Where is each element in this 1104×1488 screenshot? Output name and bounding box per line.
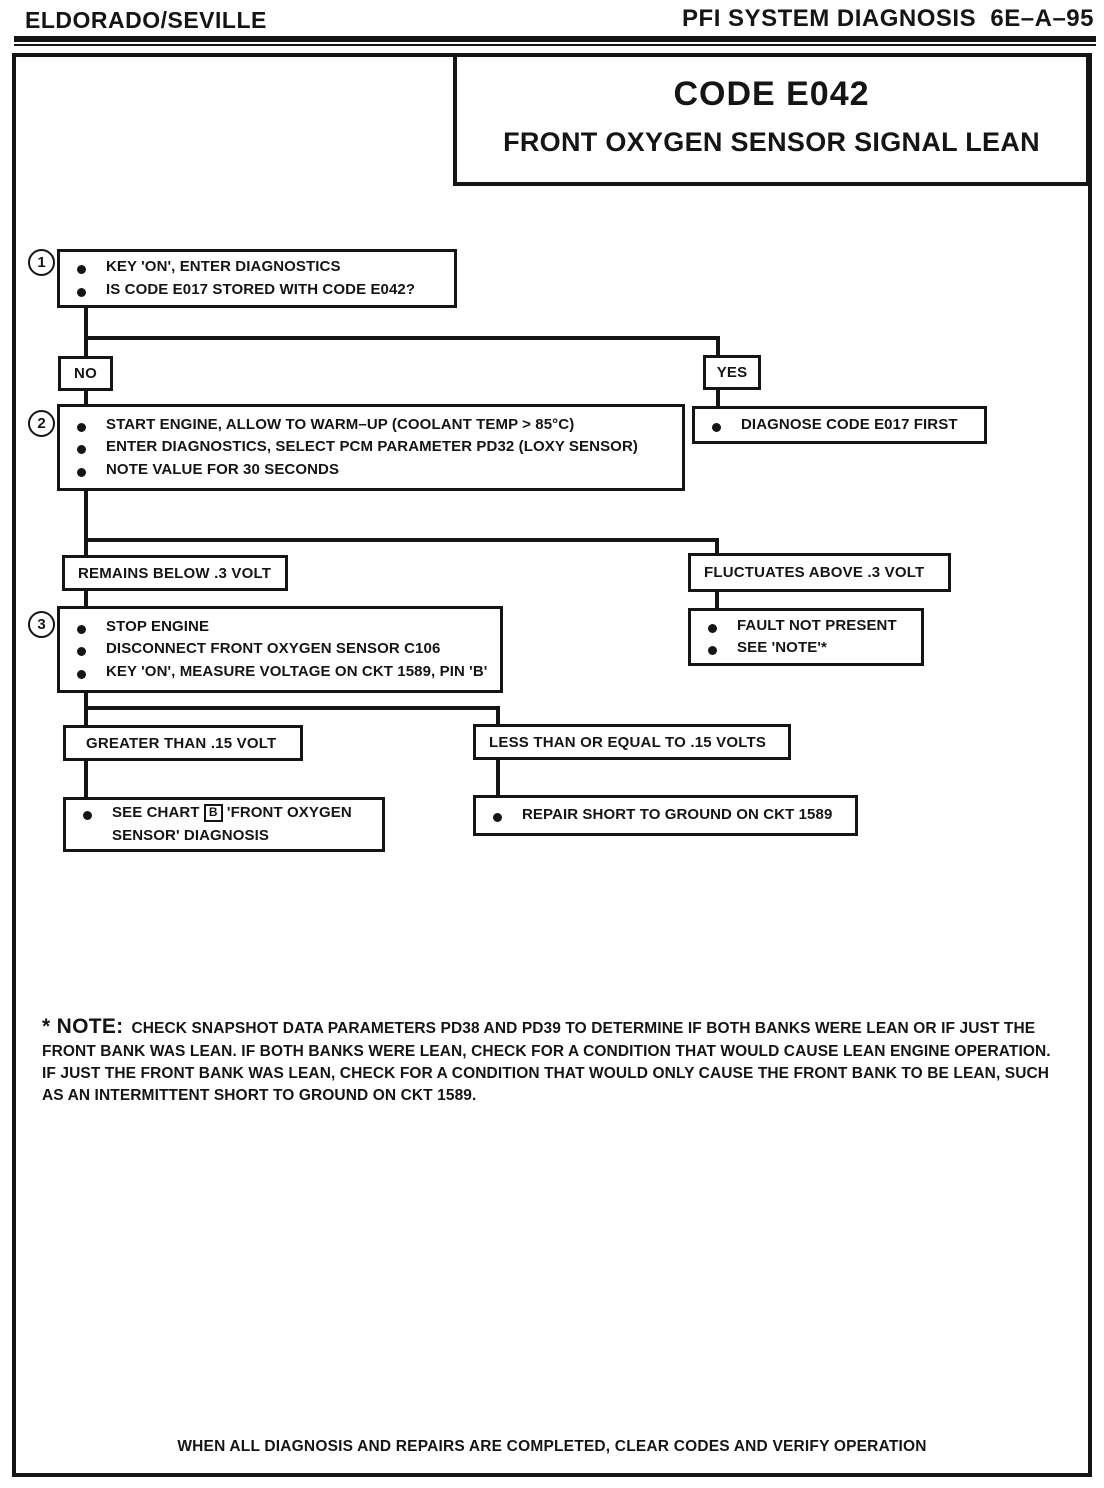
yes-branch-box: YES — [703, 355, 761, 390]
connector-yes-to-diagnose — [716, 389, 720, 407]
remains-below-box: REMAINS BELOW .3 VOLT — [62, 555, 288, 591]
chart-title-box: CODE E042 FRONT OXYGEN SENSOR SIGNAL LEA… — [453, 53, 1090, 186]
bullet-item: SEE 'NOTE'* — [691, 637, 921, 660]
fault-not-present-box: FAULT NOT PRESENT SEE 'NOTE'* — [688, 608, 924, 666]
header-section-title: PFI SYSTEM DIAGNOSIS 6E–A–95 — [682, 5, 1094, 32]
no-label: NO — [74, 365, 97, 382]
greater-than-label: GREATER THAN .15 VOLT — [86, 734, 277, 752]
see-chart-pre: SEE CHART — [112, 804, 200, 821]
fluctuates-above-label: FLUCTUATES ABOVE .3 VOLT — [704, 564, 925, 581]
less-equal-box: LESS THAN OR EQUAL TO .15 VOLTS — [473, 724, 791, 760]
diagnose-e017-box: DIAGNOSE CODE E017 FIRST — [692, 406, 987, 444]
see-chart-box: SEE CHART B 'FRONT OXYGEN SENSOR' DIAGNO… — [63, 797, 385, 852]
chart-b-badge: B — [203, 804, 223, 822]
step3-box: STOP ENGINE DISCONNECT FRONT OXYGEN SENS… — [57, 606, 503, 693]
connector-branch-fluctuates — [84, 538, 719, 542]
footnote-label: * NOTE: — [42, 1015, 124, 1038]
bullet-item: IS CODE E017 STORED WITH CODE E042? — [60, 279, 454, 302]
see-chart-bullet: SEE CHART B 'FRONT OXYGEN SENSOR' DIAGNO… — [66, 802, 382, 847]
bullet-item: REPAIR SHORT TO GROUND ON CKT 1589 — [476, 804, 855, 827]
connector-fluctuates-to-fault — [715, 591, 719, 610]
connector-branch-yes — [84, 336, 720, 340]
bullet-item: STOP ENGINE — [60, 616, 500, 639]
step-number-2-label: 2 — [37, 415, 46, 432]
less-equal-label: LESS THAN OR EQUAL TO .15 VOLTS — [489, 733, 767, 751]
connector-drop-less — [496, 706, 500, 726]
connector-greater-to-seechart — [84, 760, 88, 799]
bullet-item: ENTER DIAGNOSTICS, SELECT PCM PARAMETER … — [60, 436, 682, 459]
bullet-item: NOTE VALUE FOR 30 SECONDS — [60, 459, 682, 482]
step2-box: START ENGINE, ALLOW TO WARM–UP (COOLANT … — [57, 404, 685, 491]
code-title: CODE E042 — [673, 75, 870, 113]
greater-than-box: GREATER THAN .15 VOLT — [63, 725, 303, 761]
bullet-item: FAULT NOT PRESENT — [691, 615, 921, 638]
step-number-1: 1 — [28, 249, 55, 276]
footer-instruction: WHEN ALL DIAGNOSIS AND REPAIRS ARE COMPL… — [177, 1438, 927, 1455]
no-branch-box: NO — [58, 356, 113, 391]
step-number-3-label: 3 — [37, 616, 46, 633]
connector-branch-less — [84, 706, 500, 710]
remains-below-label: REMAINS BELOW .3 VOLT — [78, 564, 272, 582]
connector-drop-yes — [716, 336, 720, 357]
see-chart-post: 'FRONT OXYGEN SENSOR' DIAGNOSIS — [112, 804, 352, 844]
yes-label: YES — [716, 364, 748, 381]
header-model-title: ELDORADO/SEVILLE — [25, 7, 267, 33]
bullet-item: DISCONNECT FRONT OXYGEN SENSOR C106 — [60, 638, 500, 661]
fluctuates-above-box: FLUCTUATES ABOVE .3 VOLT — [688, 553, 951, 592]
connector-step2-to-step3 — [84, 491, 88, 607]
repair-short-box: REPAIR SHORT TO GROUND ON CKT 1589 — [473, 795, 858, 836]
step1-box: KEY 'ON', ENTER DIAGNOSTICS IS CODE E017… — [57, 249, 457, 308]
connector-drop-fluctuates — [715, 538, 719, 555]
footnote: * NOTE:CHECK SNAPSHOT DATA PARAMETERS PD… — [42, 1012, 1060, 1106]
header-rule — [14, 36, 1096, 46]
bullet-item: START ENGINE, ALLOW TO WARM–UP (COOLANT … — [60, 414, 682, 437]
connector-less-to-repair — [496, 759, 500, 797]
code-subtitle: FRONT OXYGEN SENSOR SIGNAL LEAN — [503, 127, 1040, 157]
bullet-item: DIAGNOSE CODE E017 FIRST — [695, 414, 984, 437]
step-number-2: 2 — [28, 410, 55, 437]
step-number-1-label: 1 — [37, 254, 46, 271]
bullet-item: KEY 'ON', MEASURE VOLTAGE ON CKT 1589, P… — [60, 661, 500, 684]
footnote-text: CHECK SNAPSHOT DATA PARAMETERS PD38 AND … — [42, 1020, 1051, 1104]
step-number-3: 3 — [28, 611, 55, 638]
bullet-item: KEY 'ON', ENTER DIAGNOSTICS — [60, 256, 454, 279]
